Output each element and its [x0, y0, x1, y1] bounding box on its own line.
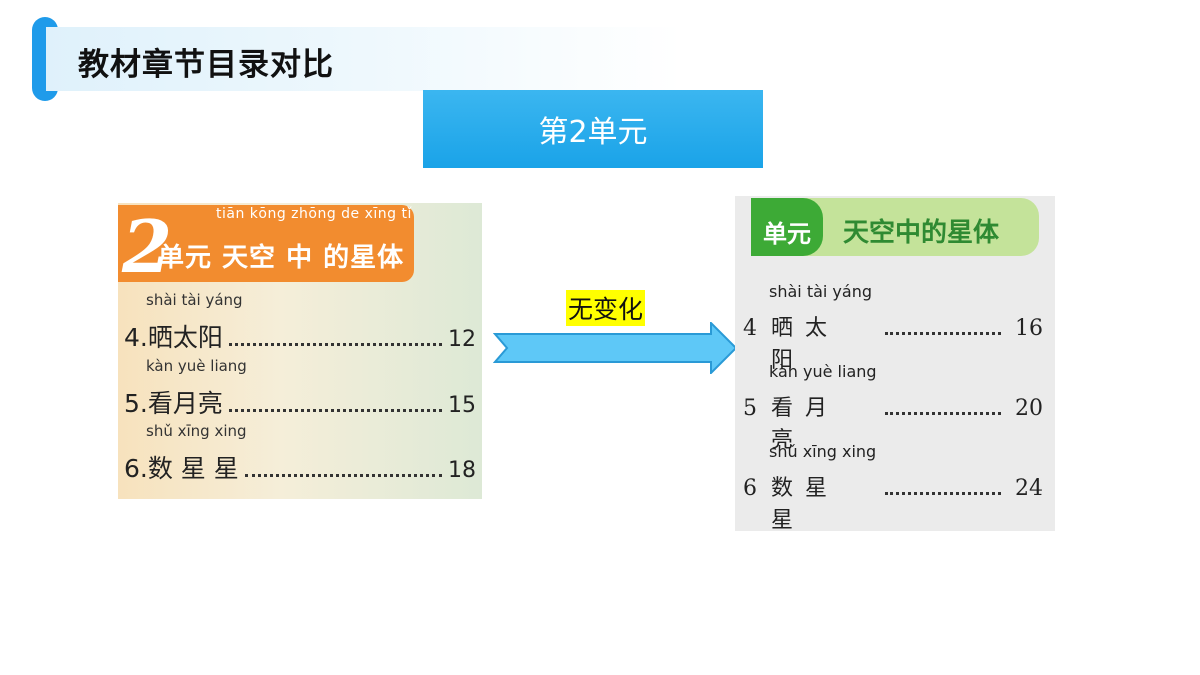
- right-unit-title: 天空中的星体: [843, 218, 1000, 248]
- dot-leader: [244, 474, 442, 477]
- dot-leader: [885, 332, 1001, 335]
- lesson-row: 6 数星星 24: [743, 470, 1043, 531]
- title-bar: 教材章节目录对比: [32, 17, 682, 101]
- page-title: 教材章节目录对比: [78, 47, 334, 83]
- right-unit-tab: [751, 198, 823, 256]
- lesson-title: 4.晒太阳: [124, 323, 223, 352]
- title-background: [46, 27, 682, 91]
- lesson-title: 5.看月亮: [124, 389, 223, 418]
- dot-leader: [228, 343, 442, 346]
- lesson-row: 4 晒太阳 16: [743, 310, 1043, 374]
- lesson-number: 4: [743, 316, 757, 341]
- right-book-toc: 单元 天空中的星体 shài tài yáng 4 晒太阳 16 kàn yuè…: [735, 196, 1055, 531]
- lesson-page: 15: [448, 393, 476, 418]
- lesson-number: 5: [743, 396, 757, 421]
- lesson-pinyin: kàn yuè liang: [769, 362, 877, 381]
- unit-header: 第2单元: [423, 90, 763, 168]
- left-unit-title: 单元 天空 中 的星体: [158, 243, 405, 273]
- lesson-page: 16: [1015, 316, 1043, 341]
- lesson-title: 数星星: [771, 476, 840, 531]
- lesson-pinyin: kàn yuè liang: [146, 357, 247, 375]
- lesson-title: 6.数 星 星: [124, 454, 239, 483]
- lesson-page: 12: [448, 327, 476, 352]
- left-book-toc: tiān kōng zhōng de xīng tǐ 2 单元 天空 中 的星体…: [118, 203, 482, 499]
- lesson-pinyin: shǔ xīng xing: [146, 422, 247, 440]
- right-unit-tab-label: 单元: [763, 220, 811, 248]
- lesson-row: 5.看月亮 15: [124, 384, 476, 420]
- lesson-pinyin: shài tài yáng: [146, 291, 243, 309]
- dot-leader: [885, 492, 1001, 495]
- lesson-page: 20: [1015, 396, 1043, 421]
- lesson-pinyin: shǔ xīng xing: [769, 442, 877, 461]
- left-unit-banner: [118, 205, 414, 282]
- lesson-title: 看月亮: [771, 396, 840, 453]
- lesson-row: 6.数 星 星 18: [124, 449, 476, 485]
- lesson-title: 晒太阳: [771, 316, 840, 373]
- lesson-page: 18: [448, 458, 476, 483]
- dot-leader: [228, 409, 442, 412]
- right-arrow-icon: [493, 322, 738, 374]
- lesson-page: 24: [1015, 476, 1043, 501]
- no-change-label: 无变化: [566, 290, 646, 326]
- dot-leader: [885, 412, 1001, 415]
- lesson-number: 6: [743, 476, 757, 501]
- lesson-pinyin: shài tài yáng: [769, 282, 872, 301]
- lesson-row: 5 看月亮 20: [743, 390, 1043, 454]
- left-unit-number: 2: [122, 204, 173, 289]
- lesson-row: 4.晒太阳 12: [124, 318, 476, 354]
- left-unit-pinyin: tiān kōng zhōng de xīng tǐ: [216, 206, 412, 222]
